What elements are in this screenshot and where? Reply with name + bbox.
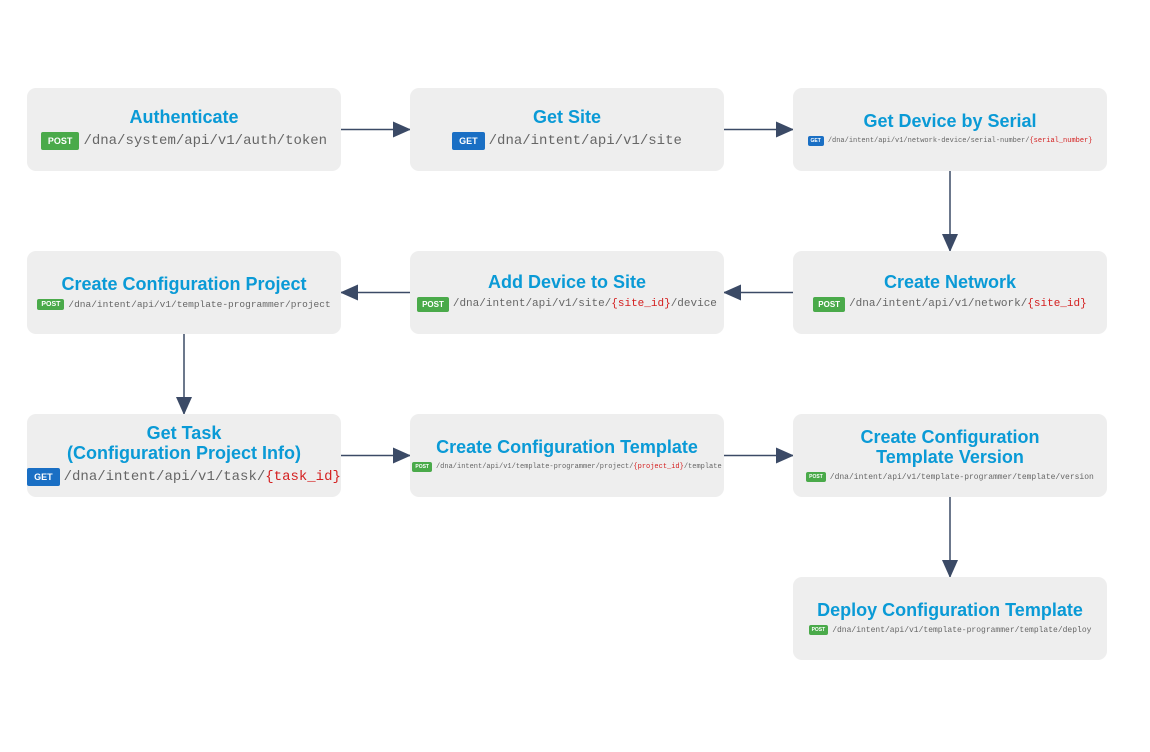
node-title: Add Device to Site (487, 271, 647, 292)
node-title: Deploy Configuration Template (817, 600, 1083, 620)
method-badge: POST (417, 296, 449, 312)
node-create-configuration-template-version[interactable]: Create Configuration Template Version PO… (793, 414, 1107, 497)
node-get-device-by-serial[interactable]: Get Device by Serial GET /dna/intent/api… (793, 88, 1107, 171)
endpoint: GET /dna/intent/api/v1/network-device/se… (807, 136, 1093, 146)
method-badge: POST (806, 472, 826, 482)
endpoint-path: /dna/intent/api/v1/template-programmer/t… (829, 472, 1094, 482)
endpoint-path: /dna/system/api/v1/auth/token (83, 133, 328, 149)
endpoint: POST /dna/intent/api/v1/template-program… (808, 625, 1092, 635)
endpoint-path: /dna/intent/api/v1/site (488, 133, 682, 149)
endpoint-path-suffix: /template (683, 463, 722, 471)
endpoint: POST /dna/intent/api/v1/template-program… (412, 462, 722, 472)
endpoint-path-suffix: /device (670, 298, 717, 310)
endpoint-path: /dna/intent/api/v1/network/ (849, 298, 1028, 310)
node-title: Get Task (Configuration Project Info) (67, 423, 301, 463)
endpoint: GET /dna/intent/api/v1/task/{task_id} (27, 468, 341, 486)
endpoint: POST /dna/intent/api/v1/site/{site_id}/d… (417, 296, 717, 312)
path-parameter: {project_id} (633, 463, 684, 471)
node-title: Create Configuration Template Version (860, 427, 1040, 467)
node-title: Create Configuration Project (61, 273, 307, 294)
endpoint: POST /dna/intent/api/v1/template-program… (806, 472, 1094, 482)
node-create-configuration-template[interactable]: Create Configuration Template POST /dna/… (410, 414, 724, 497)
node-title: Create Network (883, 271, 1017, 292)
node-title: Create Configuration Template (436, 437, 698, 457)
path-parameter: {serial_number} (1029, 137, 1093, 145)
method-badge: POST (37, 298, 65, 310)
node-create-network[interactable]: Create Network POST /dna/intent/api/v1/n… (793, 251, 1107, 334)
node-title: Get Site (532, 107, 602, 127)
node-title: Get Device by Serial (863, 111, 1037, 131)
endpoint-path: /dna/intent/api/v1/template-programmer/p… (435, 463, 634, 471)
endpoint: POST /dna/intent/api/v1/template-program… (37, 298, 331, 310)
method-badge: GET (807, 136, 824, 146)
node-authenticate[interactable]: Authenticate POST /dna/system/api/v1/aut… (27, 88, 341, 171)
node-get-site[interactable]: Get Site GET /dna/intent/api/v1/site (410, 88, 724, 171)
node-title: Authenticate (129, 107, 239, 127)
endpoint-path: /dna/intent/api/v1/site/ (452, 298, 612, 310)
method-badge: POST (813, 296, 846, 312)
path-parameter: {task_id} (265, 469, 341, 485)
endpoint-path: /dna/intent/api/v1/template-programmer/t… (832, 625, 1092, 635)
node-create-configuration-project[interactable]: Create Configuration Project POST /dna/i… (27, 251, 341, 334)
method-badge: POST (412, 462, 432, 472)
method-badge: POST (808, 625, 829, 635)
node-get-task[interactable]: Get Task (Configuration Project Info) GE… (27, 414, 341, 497)
endpoint-path: /dna/intent/api/v1/network-device/serial… (827, 137, 1030, 145)
node-deploy-configuration-template[interactable]: Deploy Configuration Template POST /dna/… (793, 577, 1107, 660)
node-add-device-to-site[interactable]: Add Device to Site POST /dna/intent/api/… (410, 251, 724, 334)
path-parameter: {site_id} (611, 298, 671, 310)
endpoint-path: /dna/intent/api/v1/template-programmer/p… (68, 298, 331, 310)
method-badge: GET (27, 468, 60, 486)
endpoint: GET /dna/intent/api/v1/site (452, 132, 682, 150)
endpoint-path: /dna/intent/api/v1/task/ (63, 469, 266, 485)
endpoint: POST /dna/system/api/v1/auth/token (40, 132, 328, 150)
endpoint: POST /dna/intent/api/v1/network/{site_id… (813, 296, 1087, 312)
path-parameter: {site_id} (1027, 298, 1087, 310)
method-badge: GET (452, 132, 485, 150)
method-badge: POST (40, 132, 80, 150)
